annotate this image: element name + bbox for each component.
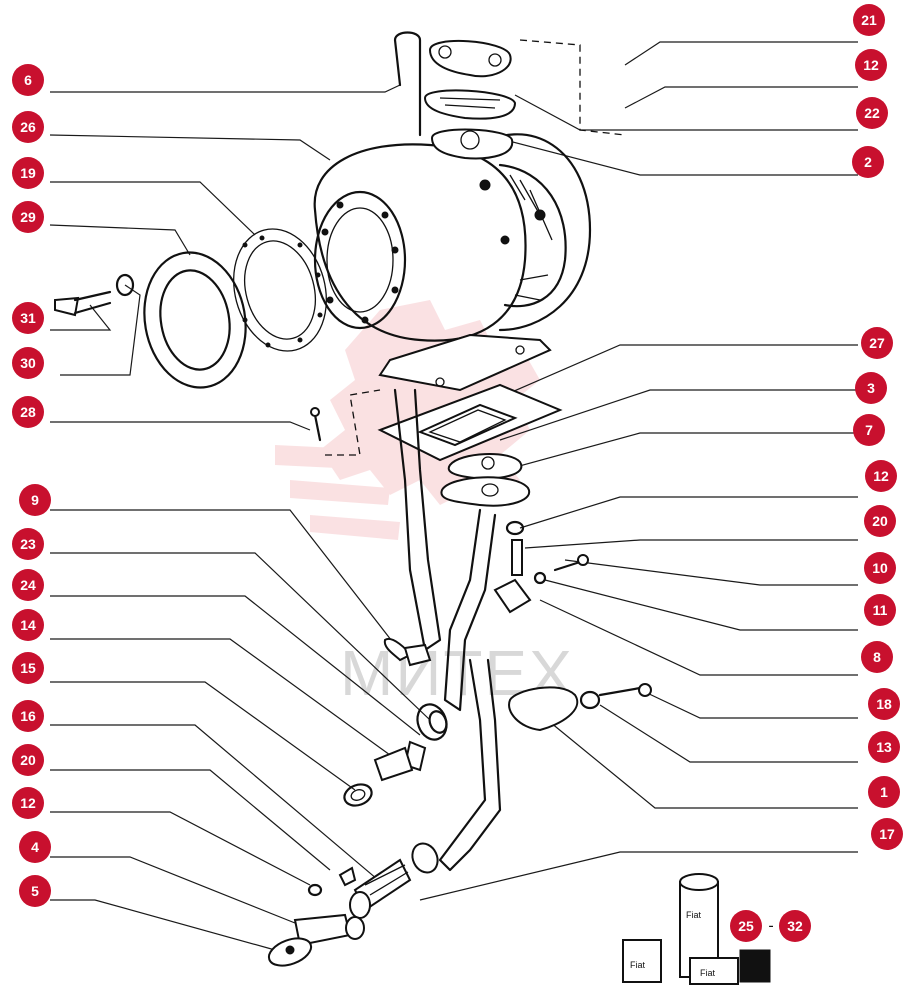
- leader-lines-left: [49, 84, 431, 951]
- callout-22: 22: [856, 97, 888, 129]
- svg-text:27: 27: [869, 335, 885, 351]
- callout-range-25-32: 25 - 32: [730, 910, 811, 942]
- svg-text:12: 12: [873, 468, 889, 484]
- callout-10: 10: [864, 552, 896, 584]
- svg-text:13: 13: [876, 739, 892, 755]
- svg-text:12: 12: [863, 57, 879, 73]
- callout-1: 1: [868, 776, 900, 808]
- svg-text:20: 20: [20, 752, 36, 768]
- decal-label-a: Fiat: [630, 960, 646, 970]
- callout-20: 20: [12, 744, 44, 776]
- callout-16: 16: [12, 700, 44, 732]
- svg-text:10: 10: [872, 560, 888, 576]
- svg-text:3: 3: [867, 380, 875, 396]
- callout-23: 23: [12, 528, 44, 560]
- svg-text:30: 30: [20, 355, 36, 371]
- callouts-right: 21 12 22 2 27 3 7 12 20 10 11 8 18 13 1 …: [852, 4, 903, 850]
- decal-label-b: Fiat: [686, 910, 702, 920]
- svg-text:9: 9: [31, 492, 39, 508]
- callout-12: 12: [12, 787, 44, 819]
- range-separator: -: [768, 918, 773, 935]
- svg-text:17: 17: [879, 826, 895, 842]
- callout-12-mid: 12: [865, 460, 897, 492]
- svg-text:7: 7: [865, 422, 873, 438]
- callout-11: 11: [864, 594, 896, 626]
- svg-text:4: 4: [31, 839, 39, 855]
- callout-4: 4: [19, 831, 51, 863]
- svg-text:6: 6: [24, 72, 32, 88]
- range-to: 32: [787, 918, 803, 934]
- svg-text:8: 8: [873, 649, 881, 665]
- oil-pipes: [383, 388, 532, 872]
- svg-text:15: 15: [20, 660, 36, 676]
- paint-kit: Fiat Fiat Fiat: [622, 873, 771, 985]
- callout-3: 3: [855, 372, 887, 404]
- range-from: 25: [738, 918, 754, 934]
- svg-text:1: 1: [880, 784, 888, 800]
- svg-text:29: 29: [20, 209, 36, 225]
- center-gaskets: [377, 383, 589, 585]
- callout-19: 19: [12, 157, 44, 189]
- svg-text:16: 16: [20, 708, 36, 724]
- callout-31: 31: [12, 302, 44, 334]
- callout-27: 27: [861, 327, 893, 359]
- callout-24: 24: [12, 569, 44, 601]
- leader-lines-right: [419, 41, 858, 901]
- callout-12-top: 12: [855, 49, 887, 81]
- svg-text:22: 22: [864, 105, 880, 121]
- callout-15: 15: [12, 652, 44, 684]
- callout-14: 14: [12, 609, 44, 641]
- svg-text:24: 24: [20, 577, 36, 593]
- callout-28: 28: [12, 396, 44, 428]
- pipe-clamps: [508, 683, 652, 732]
- callouts-left: 6 26 19 29 31 30 28 9 23 24 14 15 16 20 …: [12, 64, 51, 907]
- callout-5: 5: [19, 875, 51, 907]
- assembly-guides: [325, 39, 626, 456]
- callout-20-right: 20: [864, 505, 896, 537]
- callout-6: 6: [12, 64, 44, 96]
- callout-26: 26: [12, 111, 44, 143]
- decal-label-c: Fiat: [700, 968, 716, 978]
- svg-text:31: 31: [20, 310, 36, 326]
- svg-text:26: 26: [20, 119, 36, 135]
- callout-18: 18: [868, 688, 900, 720]
- svg-text:18: 18: [876, 696, 892, 712]
- callout-2: 2: [852, 146, 884, 178]
- svg-text:19: 19: [20, 165, 36, 181]
- callout-8: 8: [861, 641, 893, 673]
- callout-17: 17: [871, 818, 903, 850]
- callout-7: 7: [853, 414, 885, 446]
- callout-29: 29: [12, 201, 44, 233]
- callout-13: 13: [868, 731, 900, 763]
- unions-and-fittings: [267, 703, 448, 967]
- svg-text:21: 21: [861, 12, 877, 28]
- turbocharger-housing: [313, 31, 592, 392]
- callout-9: 9: [19, 484, 51, 516]
- svg-text:23: 23: [20, 536, 36, 552]
- svg-text:11: 11: [873, 602, 888, 618]
- svg-text:12: 12: [20, 795, 36, 811]
- callout-21: 21: [853, 4, 885, 36]
- svg-text:20: 20: [872, 513, 888, 529]
- svg-text:5: 5: [31, 883, 39, 899]
- svg-text:14: 14: [20, 617, 36, 633]
- svg-text:28: 28: [20, 404, 36, 420]
- svg-text:2: 2: [864, 154, 872, 170]
- callout-30: 30: [12, 347, 44, 379]
- intake-rings: [54, 228, 327, 442]
